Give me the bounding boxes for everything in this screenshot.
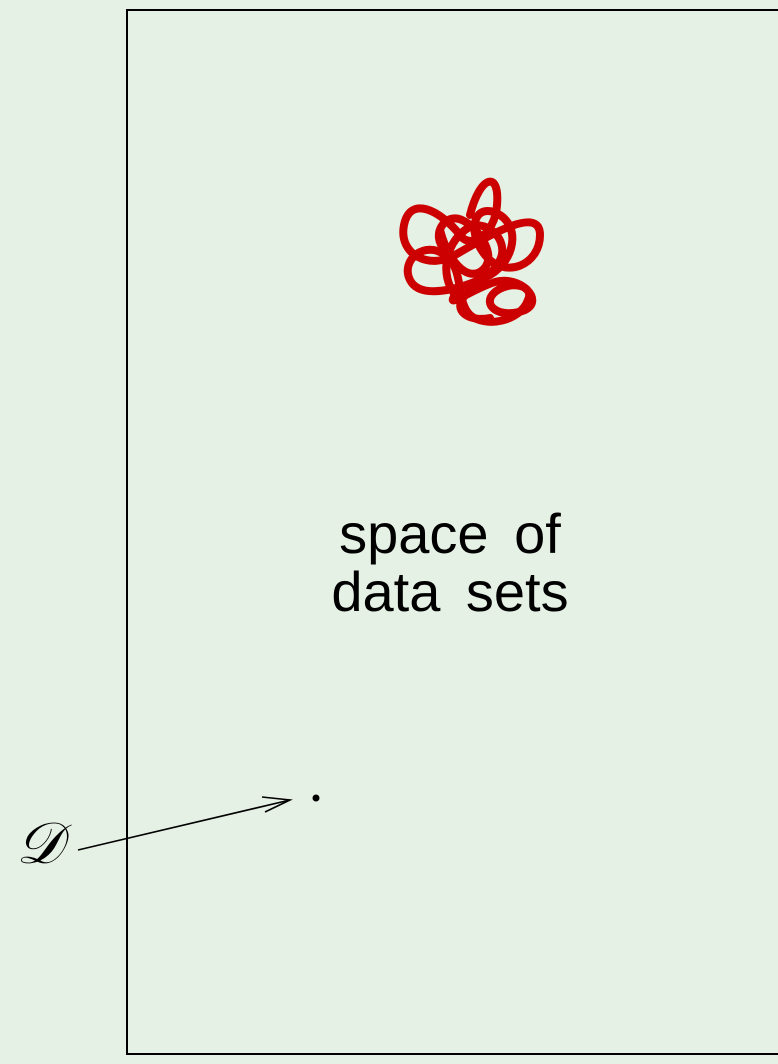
data-space-frame [126, 9, 778, 1055]
scribble-loop-6 [434, 214, 493, 278]
region-label: space of data sets [300, 505, 600, 621]
region-label-line-2: data sets [331, 560, 569, 623]
data-point [312, 794, 320, 802]
pointer-arrow [77, 796, 293, 851]
scribble-loop-5 [442, 221, 507, 323]
scribble-cluster [399, 177, 544, 326]
dataset-symbol-label: 𝒟 [16, 809, 63, 877]
region-label-line-1: space of [339, 502, 561, 565]
